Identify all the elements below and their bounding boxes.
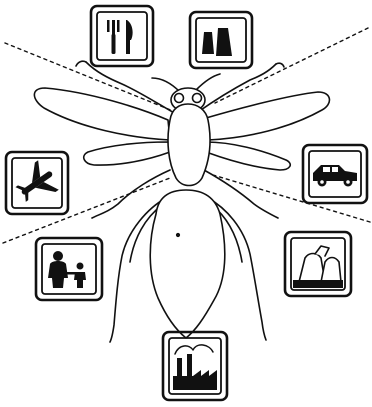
- factory-icon: [163, 332, 227, 400]
- front-left-leg-tip: [76, 61, 86, 66]
- upper-right-wing: [206, 92, 329, 140]
- swim-fins-icon: [190, 12, 252, 68]
- family-icon: [36, 238, 102, 300]
- lower-left-wing: [84, 142, 170, 165]
- bags-icon: [285, 232, 351, 296]
- insect-thorax: [168, 104, 210, 186]
- airplane-icon: [6, 152, 68, 214]
- fork-and-knife-icon: [91, 6, 153, 66]
- front-right-leg-tip: [276, 63, 284, 67]
- insect-abdomen: [150, 190, 225, 338]
- lower-right-wing: [206, 142, 290, 170]
- left-antenna: [152, 78, 180, 92]
- upper-left-wing: [34, 88, 170, 140]
- abdomen-dot: [177, 234, 180, 237]
- right-antenna: [196, 74, 220, 90]
- car-icon: [303, 145, 367, 203]
- guide-line-upper-right: [215, 28, 368, 103]
